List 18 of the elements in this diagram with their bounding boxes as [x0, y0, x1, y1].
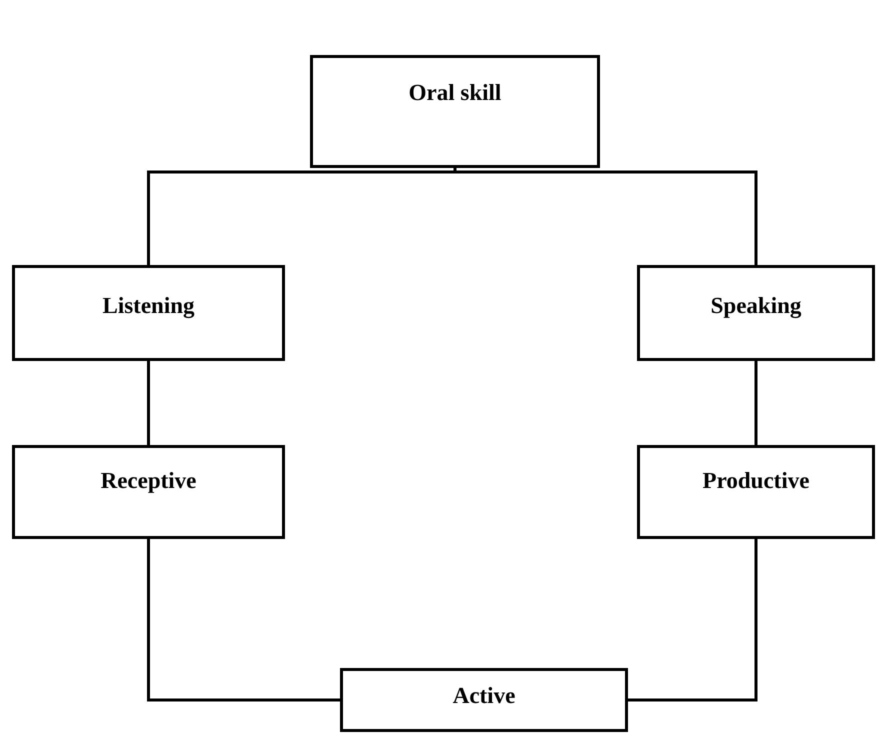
concept-box	[12, 445, 285, 539]
box-label: Productive	[702, 468, 810, 494]
box-label: Oral skill	[408, 80, 502, 106]
box-label: Speaking	[710, 293, 802, 319]
connector-line	[628, 539, 758, 702]
concept-box	[637, 445, 875, 539]
connector-line	[147, 168, 456, 265]
connector-line	[754, 361, 758, 445]
box-label: Receptive	[100, 468, 196, 494]
box-label: Active	[452, 683, 516, 709]
concept-box	[310, 55, 600, 168]
concept-box	[637, 265, 875, 361]
connector-line	[454, 168, 758, 265]
concept-box	[340, 668, 628, 732]
connector-line	[147, 539, 340, 702]
connector-line	[147, 361, 150, 445]
box-label: Listening	[102, 293, 195, 319]
concept-box	[12, 265, 285, 361]
